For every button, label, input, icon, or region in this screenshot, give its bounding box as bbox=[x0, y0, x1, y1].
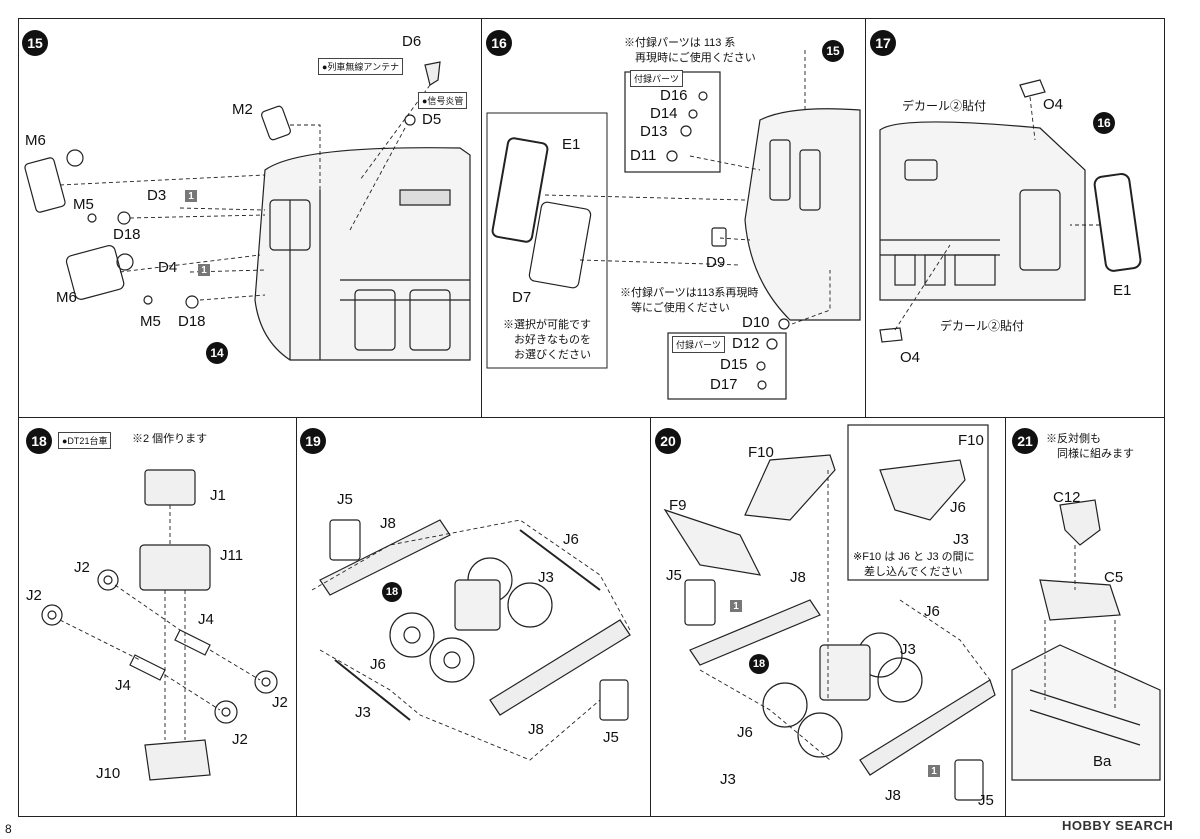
part-label-c12: C12 bbox=[1053, 489, 1081, 506]
part-label-m5-bottom: M5 bbox=[140, 313, 161, 330]
part-label-j2-d: J2 bbox=[232, 731, 248, 748]
part-label-j8-bottom-20: J8 bbox=[885, 787, 901, 804]
note-f10-insert: ※F10 は J6 と J3 の間に 差し込んでください bbox=[853, 551, 975, 578]
part-label-o4-bottom: O4 bbox=[900, 349, 921, 366]
part-label-d11: D11 bbox=[630, 147, 657, 164]
decal-note-bottom: デカール②貼付 bbox=[940, 319, 1025, 333]
part-label-d7: D7 bbox=[512, 289, 532, 306]
part-label-j6-bottom-20: J6 bbox=[737, 724, 753, 741]
ref-step-18-in-20: 18 bbox=[749, 654, 769, 674]
step-number-20: 20 bbox=[655, 428, 681, 454]
part-label-e1-right: E1 bbox=[1113, 282, 1132, 299]
part-label-j3-inset: J3 bbox=[953, 531, 969, 548]
note-bonus-bottom: ※付録パーツは113系再現時 等にご使用ください bbox=[620, 287, 759, 314]
note-bonus-top: ※付録パーツは 113 系 再現時にご使用ください bbox=[624, 37, 756, 64]
decal-note-top: デカール②貼付 bbox=[902, 99, 987, 113]
part-label-f9: F9 bbox=[669, 497, 687, 514]
part-label-j6-top: J6 bbox=[563, 531, 579, 548]
part-label-j4-b: J4 bbox=[115, 677, 131, 694]
part-label-j11: J11 bbox=[220, 547, 244, 564]
part-label-ba: Ba bbox=[1093, 753, 1112, 770]
part-label-j4-a: J4 bbox=[198, 611, 214, 628]
step-number-17: 17 bbox=[870, 30, 896, 56]
part-label-e1-left: E1 bbox=[562, 136, 581, 153]
part-label-m2: M2 bbox=[232, 101, 253, 118]
part-label-j5-bottom: J5 bbox=[603, 729, 619, 746]
part-label-d5: D5 bbox=[422, 111, 442, 128]
part-label-j8-top-20: J8 bbox=[790, 569, 806, 586]
part-label-j3-top: J3 bbox=[538, 569, 554, 586]
part-label-j10: J10 bbox=[96, 765, 121, 782]
badge-1-d: 1 bbox=[928, 765, 940, 777]
part-label-j5-top: J5 bbox=[337, 491, 353, 508]
step-number-15: 15 bbox=[22, 30, 48, 56]
badge-1-b: 1 bbox=[198, 264, 210, 276]
part-label-d12: D12 bbox=[732, 335, 760, 352]
part-label-d3: D3 bbox=[147, 187, 167, 204]
part-label-j6-top-20: J6 bbox=[924, 603, 940, 620]
part-label-j5-top-20: J5 bbox=[666, 567, 682, 584]
watermark: HOBBY SEARCH bbox=[1062, 818, 1174, 833]
part-label-f10-main: F10 bbox=[748, 444, 774, 461]
tag-bonus-parts-b: 付録パーツ bbox=[672, 336, 725, 353]
tag-antenna: ●列車無線アンテナ bbox=[318, 58, 404, 75]
part-label-d18-top: D18 bbox=[113, 226, 141, 243]
step-number-16: 16 bbox=[486, 30, 512, 56]
part-label-d9: D9 bbox=[706, 254, 726, 271]
note-make-two: ※2 個作ります bbox=[132, 433, 208, 445]
ref-step-14: 14 bbox=[206, 342, 228, 364]
part-label-j3-top-20: J3 bbox=[900, 641, 916, 658]
ref-step-16: 16 bbox=[1093, 112, 1115, 134]
part-label-d16: D16 bbox=[660, 87, 688, 104]
badge-1-c: 1 bbox=[730, 600, 742, 612]
note-choice: ※選択が可能です お好きなものを お選びください bbox=[503, 319, 591, 361]
step-number-21: 21 bbox=[1012, 428, 1038, 454]
part-label-j6-bottom: J6 bbox=[370, 656, 386, 673]
part-label-d4: D4 bbox=[158, 259, 178, 276]
ref-step-15: 15 bbox=[822, 40, 844, 62]
part-label-m6-bottom: M6 bbox=[56, 289, 77, 306]
step-number-19: 19 bbox=[300, 428, 326, 454]
step-number-18: 18 bbox=[26, 428, 52, 454]
page-number: 8 bbox=[5, 822, 12, 836]
part-label-d14: D14 bbox=[650, 105, 678, 122]
part-label-j2-b: J2 bbox=[26, 587, 42, 604]
part-label-j3-bottom-20: J3 bbox=[720, 771, 736, 788]
part-label-j2-c: J2 bbox=[272, 694, 288, 711]
part-label-j2-a: J2 bbox=[74, 559, 90, 576]
tag-dt21-bogie: ●DT21台車 bbox=[58, 432, 112, 449]
part-label-m5-top: M5 bbox=[73, 196, 94, 213]
note-other-side: ※反対側も 同様に組みます bbox=[1046, 433, 1134, 460]
tag-signal: ●信号炎管 bbox=[418, 92, 468, 109]
part-label-m6-top: M6 bbox=[25, 132, 46, 149]
part-label-d17: D17 bbox=[710, 376, 738, 393]
part-label-d13: D13 bbox=[640, 123, 668, 140]
part-label-j6-inset: J6 bbox=[950, 499, 966, 516]
part-label-d10: D10 bbox=[742, 314, 770, 331]
part-label-c5: C5 bbox=[1104, 569, 1124, 586]
part-label-d6: D6 bbox=[402, 33, 422, 50]
part-label-d15: D15 bbox=[720, 356, 748, 373]
part-label-j8-bottom: J8 bbox=[528, 721, 544, 738]
tag-bonus-parts-a: 付録パーツ bbox=[630, 70, 683, 87]
part-label-j8-top: J8 bbox=[380, 515, 396, 532]
part-label-j5-bottom-20: J5 bbox=[978, 792, 994, 809]
ref-step-18-in-19: 18 bbox=[382, 582, 402, 602]
part-label-j3-bottom: J3 bbox=[355, 704, 371, 721]
part-label-j1: J1 bbox=[210, 487, 226, 504]
part-label-o4-top: O4 bbox=[1043, 96, 1064, 113]
part-label-f10-inset: F10 bbox=[958, 432, 984, 449]
part-label-d18-bottom: D18 bbox=[178, 313, 206, 330]
badge-1-a: 1 bbox=[185, 190, 197, 202]
